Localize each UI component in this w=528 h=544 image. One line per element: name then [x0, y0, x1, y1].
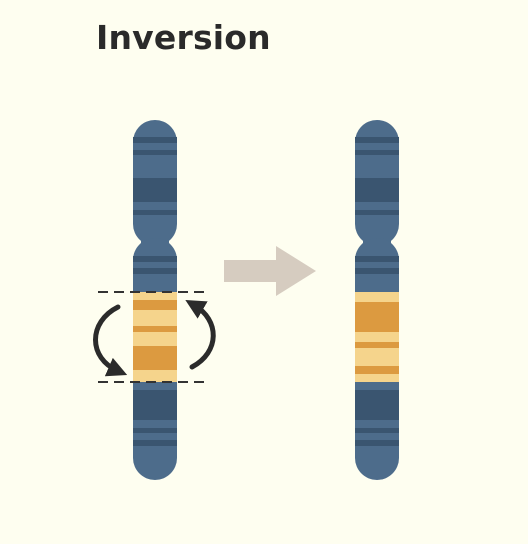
- diagram-title: Inversion: [96, 18, 271, 57]
- band: [133, 428, 177, 433]
- band: [355, 256, 399, 262]
- band: [355, 440, 399, 446]
- band: [133, 210, 177, 215]
- rotation-arrow-right-icon: [185, 299, 216, 370]
- inverted-segment-after: [355, 292, 399, 382]
- rotation-arrow-left-icon: [93, 304, 128, 377]
- chromosome-after: [355, 120, 399, 480]
- band: [355, 268, 399, 274]
- band: [133, 390, 177, 420]
- band: [133, 440, 177, 446]
- inverted-segment-before: [133, 292, 177, 382]
- band: [355, 178, 399, 202]
- band: [355, 137, 399, 143]
- band: [355, 390, 399, 420]
- band: [133, 268, 177, 274]
- band: [355, 150, 399, 155]
- band: [355, 428, 399, 433]
- transition-arrow-icon: [224, 246, 316, 296]
- band: [133, 137, 177, 143]
- band: [355, 210, 399, 215]
- band: [133, 256, 177, 262]
- band: [133, 150, 177, 155]
- band: [133, 178, 177, 202]
- chromosome-before: [133, 120, 177, 480]
